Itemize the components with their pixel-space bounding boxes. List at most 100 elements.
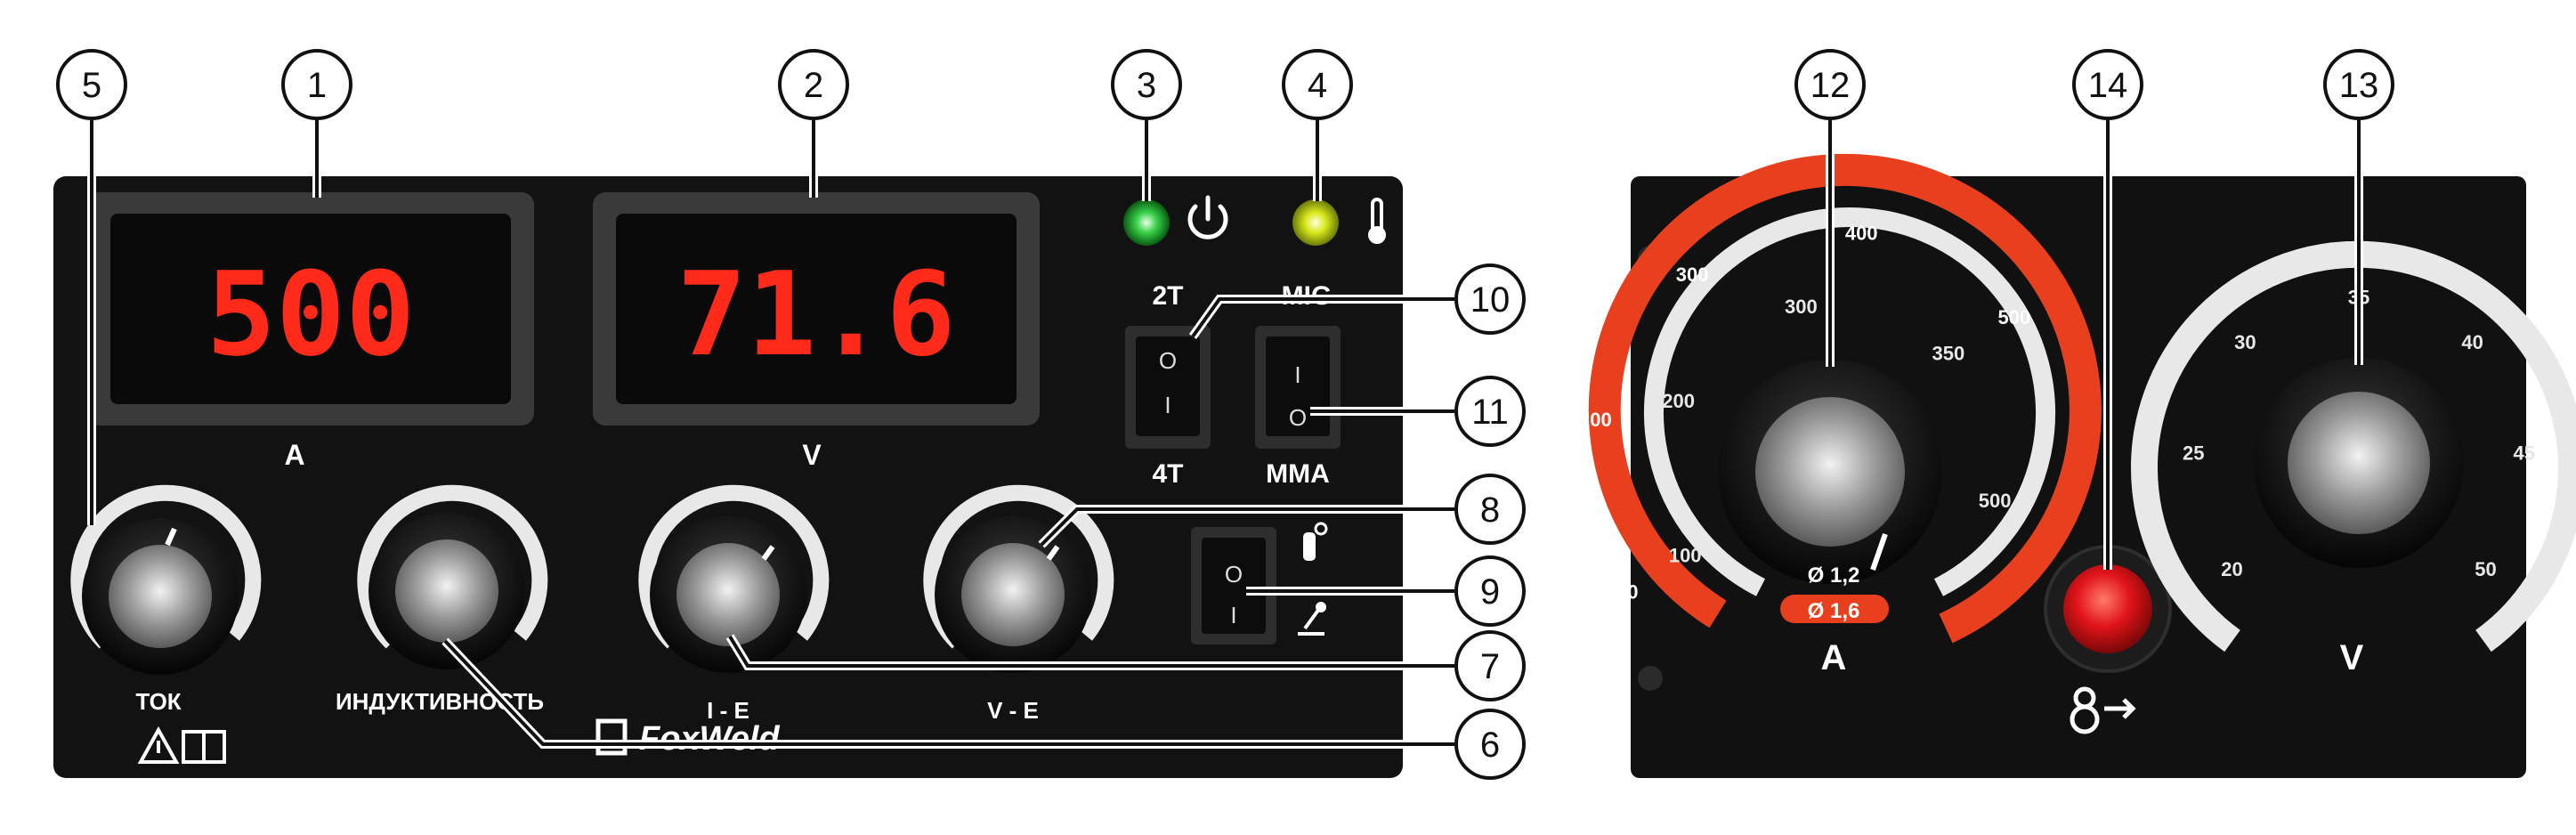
callout-9: 9	[1246, 555, 1526, 627]
current-knob[interactable]	[70, 484, 262, 675]
scale-tick-label: 200	[1579, 409, 1612, 431]
callout-number: 7	[1480, 647, 1500, 686]
wire-diameter-red-badge	[1780, 595, 1889, 623]
callout-circle	[2072, 49, 2143, 120]
brand-logo-text: FoxWeld	[639, 720, 780, 758]
welding-mode-switch[interactable]: I O	[1255, 326, 1341, 449]
callout-number: 14	[2088, 66, 2128, 105]
callout-number: 8	[1480, 490, 1500, 530]
callout-circle	[1454, 376, 1526, 447]
callout-number: 10	[1470, 280, 1511, 320]
callout-circle	[2323, 49, 2394, 120]
wire-dial-unit-label: A	[1821, 638, 1847, 677]
welding-torch-icon	[1298, 602, 1326, 636]
callout-number: 11	[1471, 393, 1509, 432]
callout-circle	[1454, 474, 1526, 545]
trigger-mode-switch[interactable]: O I	[1125, 326, 1211, 449]
current-display: 500 A	[87, 192, 534, 471]
voltage-display-value: 71.6	[676, 247, 955, 382]
callout-number: 9	[1480, 572, 1500, 612]
callout-circle	[1454, 630, 1526, 701]
callout-circle	[778, 49, 849, 120]
callout-circle	[1794, 49, 1866, 120]
callout-circle	[281, 49, 352, 120]
power-led	[1123, 199, 1170, 246]
callout-3: 3	[1111, 49, 1182, 201]
current-e-knob-label: I - E	[707, 697, 749, 724]
current-knob-label: ТОК	[135, 688, 181, 715]
manual-icon	[182, 730, 226, 764]
callout-circle	[1454, 263, 1526, 335]
scale-tick-label: 50	[2475, 558, 2496, 580]
callout-leader-line	[1191, 297, 1454, 338]
inductance-knob[interactable]	[357, 484, 548, 669]
current-e-knob[interactable]	[638, 484, 830, 673]
callout-leader-line	[443, 639, 1454, 746]
callout-number: 1	[307, 66, 327, 105]
scale-tick-label: 40	[2461, 331, 2483, 353]
scale-tick-label: 500	[1997, 306, 2030, 328]
power-icon	[1187, 195, 1228, 239]
callout-11: 11	[1310, 376, 1526, 447]
scale-tick-label: 20	[2221, 558, 2242, 580]
wire-diameter-red-label: Ø 1,6	[1808, 599, 1860, 623]
callout-circle	[1282, 49, 1353, 120]
mode-switch-on-mark: I	[1294, 361, 1300, 388]
voltage-e-knob-label: V - E	[987, 697, 1039, 724]
scale-tick-label: 350	[1932, 342, 1965, 364]
switch-trigger-bottom-label: 4T	[1152, 459, 1183, 489]
callout-1: 1	[281, 49, 352, 198]
wire-feed-icon	[2070, 686, 2136, 734]
callout-12: 12	[1794, 49, 1866, 367]
callout-leader-line	[1040, 507, 1454, 547]
overheat-led	[1292, 199, 1339, 246]
screw-bottom	[1638, 666, 1663, 691]
gas-switch-on-mark: I	[1230, 602, 1236, 628]
callout-10: 10	[1188, 263, 1526, 339]
callout-5: 5	[56, 49, 127, 525]
voltage-dial-unit-label: V	[2340, 638, 2364, 677]
voltage-unit-label: V	[802, 439, 822, 471]
scale-tick-label: 500	[1979, 490, 2012, 512]
current-display-value: 500	[207, 247, 416, 382]
switch-trigger-top-label: 2T	[1152, 281, 1183, 311]
gas-test-switch[interactable]: O I	[1191, 527, 1276, 644]
wire-feed-button[interactable]	[2044, 545, 2172, 673]
callout-circle	[56, 49, 127, 120]
callout-circle	[1111, 49, 1182, 120]
scale-tick-label: 30	[2234, 331, 2256, 353]
callout-14: 14	[2072, 49, 2143, 570]
callout-number: 5	[82, 66, 101, 105]
callout-circle	[1454, 709, 1526, 780]
callout-6: 6	[441, 637, 1526, 780]
callout-number: 12	[1810, 66, 1851, 105]
current-unit-label: A	[284, 439, 304, 471]
trigger-switch-on-mark: I	[1164, 392, 1171, 418]
brand-logo: FoxWeld	[595, 718, 780, 758]
gas-cylinder-icon	[1303, 522, 1328, 561]
callout-number: 4	[1308, 66, 1327, 105]
scale-tick-label: 100	[1606, 580, 1639, 603]
voltage-display: 71.6 V	[593, 192, 1040, 471]
mode-switch-off-mark: O	[1289, 404, 1307, 431]
callout-number: 6	[1480, 726, 1500, 765]
voltage-e-knob[interactable]	[923, 484, 1114, 673]
switch-mode-bottom-label: MMA	[1266, 459, 1330, 489]
callout-leader-line	[728, 635, 1454, 668]
callout-2: 2	[778, 49, 849, 198]
scale-tick-label: 400	[1845, 223, 1878, 245]
scale-tick-label: 200	[1662, 390, 1695, 412]
callout-number: 13	[2339, 66, 2379, 105]
callout-13: 13	[2323, 49, 2394, 365]
callout-8: 8	[1038, 474, 1526, 548]
warning-icon	[137, 726, 180, 764]
callout-7: 7	[725, 630, 1526, 701]
